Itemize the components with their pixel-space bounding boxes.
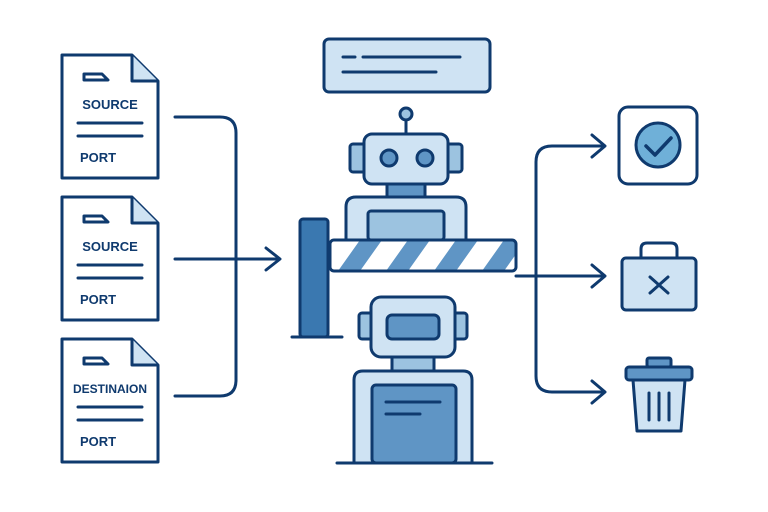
connector-document-3 — [173, 258, 238, 398]
barrier-arm — [328, 238, 518, 273]
document-2-tab-icon — [82, 214, 110, 224]
arrowhead-accept-icon — [590, 133, 607, 159]
document-1-top-label: SOURCE — [82, 97, 138, 112]
trash-bin-icon — [624, 356, 694, 433]
robot-eye-right — [415, 148, 435, 168]
document-1: SOURCE PORT — [60, 53, 160, 180]
document-1-bottom-label: PORT — [80, 150, 116, 165]
checkmark-icon — [644, 136, 673, 157]
antenna-ball-icon — [398, 106, 414, 122]
rear-robot-chest-panel — [370, 383, 458, 465]
document-1-tab-icon — [82, 72, 110, 82]
arrowhead-reject-icon — [590, 263, 607, 289]
input-connectors — [173, 115, 282, 398]
document-2-page — [60, 195, 160, 322]
trash-lid — [624, 365, 694, 382]
document-3-top-label: DESTINAION — [73, 382, 147, 396]
reject-x-bag-icon — [620, 241, 698, 312]
barrier-gate — [290, 217, 518, 339]
document-3-bottom-label: PORT — [80, 434, 116, 449]
bag-handle — [639, 241, 679, 258]
barrier-post — [298, 217, 330, 339]
document-2-top-label: SOURCE — [82, 239, 138, 254]
robot-chest-panel — [366, 209, 446, 242]
rule-banner-box — [322, 37, 492, 94]
robot-eye-left — [379, 148, 399, 168]
merge-arrowhead-icon — [264, 246, 282, 272]
document-3-page — [60, 337, 160, 464]
robot-gatekeeper — [344, 106, 468, 242]
connector-discard — [534, 274, 606, 394]
connector-document-1 — [173, 115, 238, 260]
document-2: SOURCE PORT — [60, 195, 160, 322]
accept-circle — [634, 121, 682, 169]
robot-rear — [335, 295, 494, 465]
robot-head — [362, 132, 450, 186]
document-2-bottom-label: PORT — [80, 292, 116, 307]
rule-banner — [322, 37, 492, 94]
accept-check-icon — [617, 105, 699, 186]
document-1-fold — [130, 55, 158, 83]
output-connectors — [514, 133, 607, 405]
document-1-page — [60, 53, 160, 180]
rear-robot-neck — [390, 355, 436, 373]
x-mark-icon — [648, 275, 670, 295]
document-3-fold — [130, 339, 158, 367]
connector-accept — [534, 144, 606, 278]
arrowhead-discard-icon — [590, 379, 607, 405]
document-3: DESTINAION PORT — [60, 337, 160, 464]
barrier-stripes — [330, 240, 516, 271]
document-2-fold — [130, 197, 158, 225]
rear-robot-visor — [385, 313, 441, 341]
document-3-tab-icon — [82, 356, 110, 366]
